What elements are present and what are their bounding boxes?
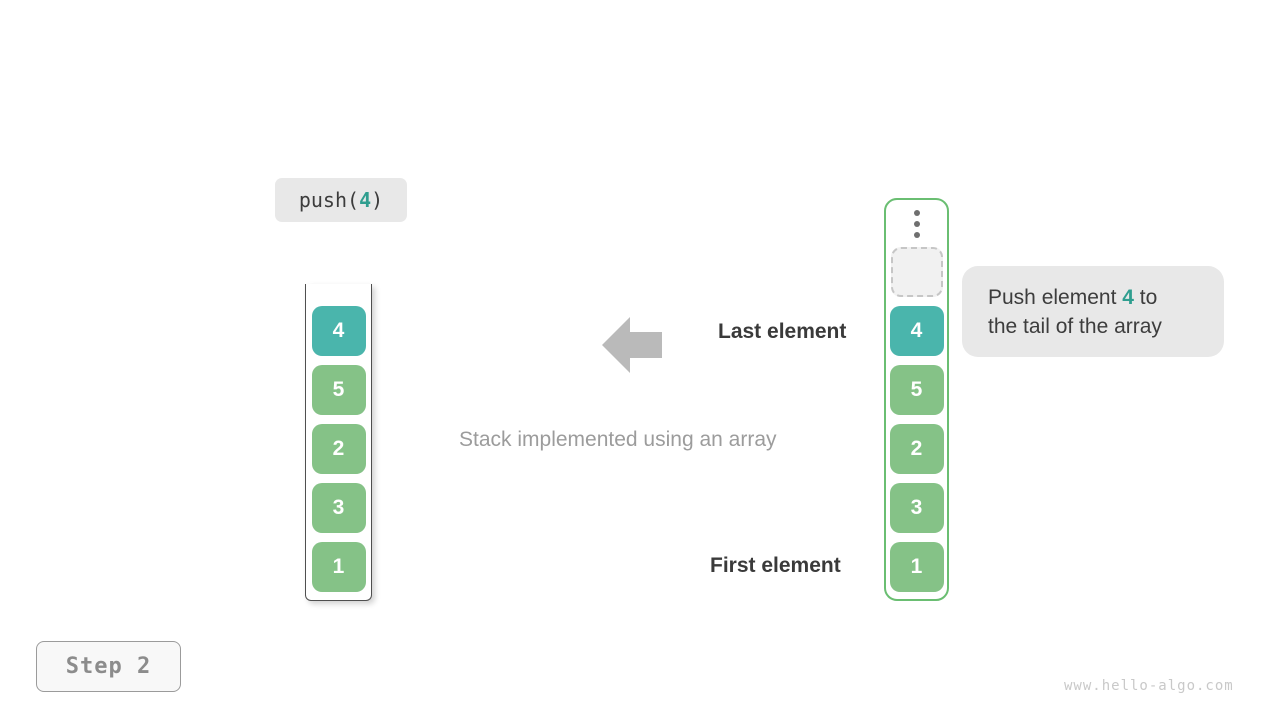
stack-cell-3: 3 <box>311 483 366 533</box>
operation-suffix: ) <box>371 188 384 212</box>
stack-cell-1: 1 <box>311 542 366 592</box>
stack-caption: Stack implemented using an array <box>459 428 777 451</box>
stack-cell-5: 5 <box>889 365 944 415</box>
operation-prefix: push( <box>298 188 360 212</box>
right-stack-cells: 4 5 2 3 1 <box>889 306 944 592</box>
ellipsis-dot <box>913 221 920 227</box>
stack-cell-5: 5 <box>311 365 366 415</box>
callout-line2: the tail of the array <box>988 315 1162 338</box>
last-element-label: Last element <box>718 320 847 343</box>
stack-cell-2: 2 <box>889 424 944 474</box>
operation-label: push(4) <box>275 178 407 222</box>
callout-line1-suffix: to <box>1133 286 1158 309</box>
arrow-left-icon <box>602 316 662 374</box>
callout-bubble: Push element 4 to the tail of the array <box>962 266 1224 357</box>
left-stack-cells: 4 5 2 3 1 <box>306 284 371 592</box>
ellipsis-dot <box>913 210 920 216</box>
stack-cell-4: 4 <box>311 306 366 356</box>
arrow-left-shape <box>602 317 662 373</box>
callout-line1-value: 4 <box>1122 286 1134 309</box>
stack-container-right: 4 5 2 3 1 <box>884 198 949 601</box>
watermark: www.hello-algo.com <box>1064 678 1234 694</box>
first-element-label: First element <box>710 554 841 577</box>
stack-cell-2: 2 <box>311 424 366 474</box>
stack-cell-3: 3 <box>889 483 944 533</box>
vertical-ellipsis-icon <box>913 210 920 238</box>
operation-value: 4 <box>359 188 372 212</box>
callout-line1-prefix: Push element <box>988 286 1123 309</box>
ellipsis-dot <box>913 232 920 238</box>
empty-slot-placeholder <box>890 247 943 297</box>
stack-container-left: 4 5 2 3 1 <box>305 284 372 601</box>
stack-cell-4: 4 <box>889 306 944 356</box>
stack-cell-1: 1 <box>889 542 944 592</box>
step-badge: Step 2 <box>36 641 181 692</box>
